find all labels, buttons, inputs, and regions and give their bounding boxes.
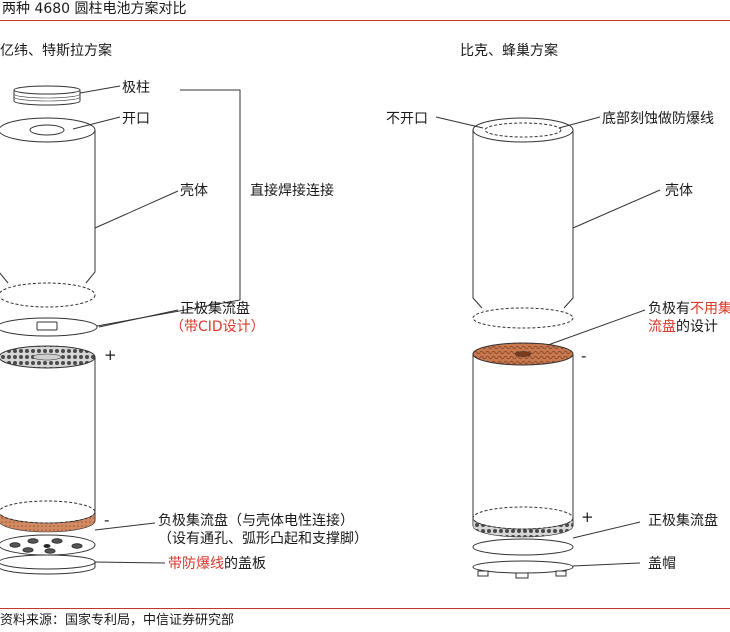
left-plus-sign: +: [104, 346, 117, 364]
left-upper-shell: [0, 117, 96, 284]
label-neg-design-1: 负极有不用集: [648, 300, 730, 318]
terminal-part: [13, 85, 81, 106]
label-left-pos-collector: 正极集流盘: [180, 301, 250, 317]
label-terminal: 极柱: [122, 80, 150, 96]
label-cid-note: （带CID设计）: [170, 319, 265, 335]
label-left-shell: 壳体: [180, 183, 208, 199]
label-right-shell: 壳体: [665, 183, 693, 199]
label-neg-prefix: 负极有: [648, 301, 690, 317]
label-neg-collector-1: 负极集流盘（与壳体电性连接）: [158, 513, 354, 529]
label-right-pos-collector: 正极集流盘: [648, 513, 718, 529]
label-neg-suffix: 的设计: [676, 319, 718, 335]
source-note: 资料来源：国家专利局，中信证券研究部: [0, 613, 235, 628]
left-minus-sign: -: [104, 511, 109, 529]
label-vent-line: 底部刻蚀做防爆线: [602, 111, 714, 127]
label-opening: 开口: [122, 111, 150, 127]
right-cap: [472, 560, 574, 579]
label-weld-note: 直接焊接连接: [250, 183, 334, 199]
right-heading: 比克、蜂巢方案: [460, 43, 558, 59]
right-upper-shell: [472, 117, 574, 329]
label-neg-red-1: 不用集: [690, 301, 730, 317]
left-pos-collector: [0, 317, 98, 337]
right-plus-sign: +: [581, 508, 594, 526]
label-no-opening: 不开口: [386, 111, 428, 127]
left-heading: 亿纬、特斯拉方案: [0, 43, 112, 59]
left-neg-collector: [0, 534, 96, 556]
top-rule: [0, 20, 730, 21]
label-neg-collector-2: （设有通孔、弧形凸起和支撑脚）: [158, 531, 368, 547]
label-cover-rest: 的盖板: [224, 556, 266, 572]
label-neg-design-2: 流盘的设计: [648, 318, 718, 336]
label-cover-plate: 带防爆线的盖板: [168, 555, 266, 573]
figure-title: 两种 4680 圆柱电池方案对比: [2, 1, 187, 17]
label-cover-red: 带防爆线: [168, 556, 224, 572]
label-cap: 盖帽: [648, 556, 676, 572]
right-minus-sign: -: [581, 347, 586, 365]
bottom-rule: [0, 608, 730, 609]
label-neg-red-2: 流盘: [648, 319, 676, 335]
left-cover-plate: [0, 554, 96, 575]
